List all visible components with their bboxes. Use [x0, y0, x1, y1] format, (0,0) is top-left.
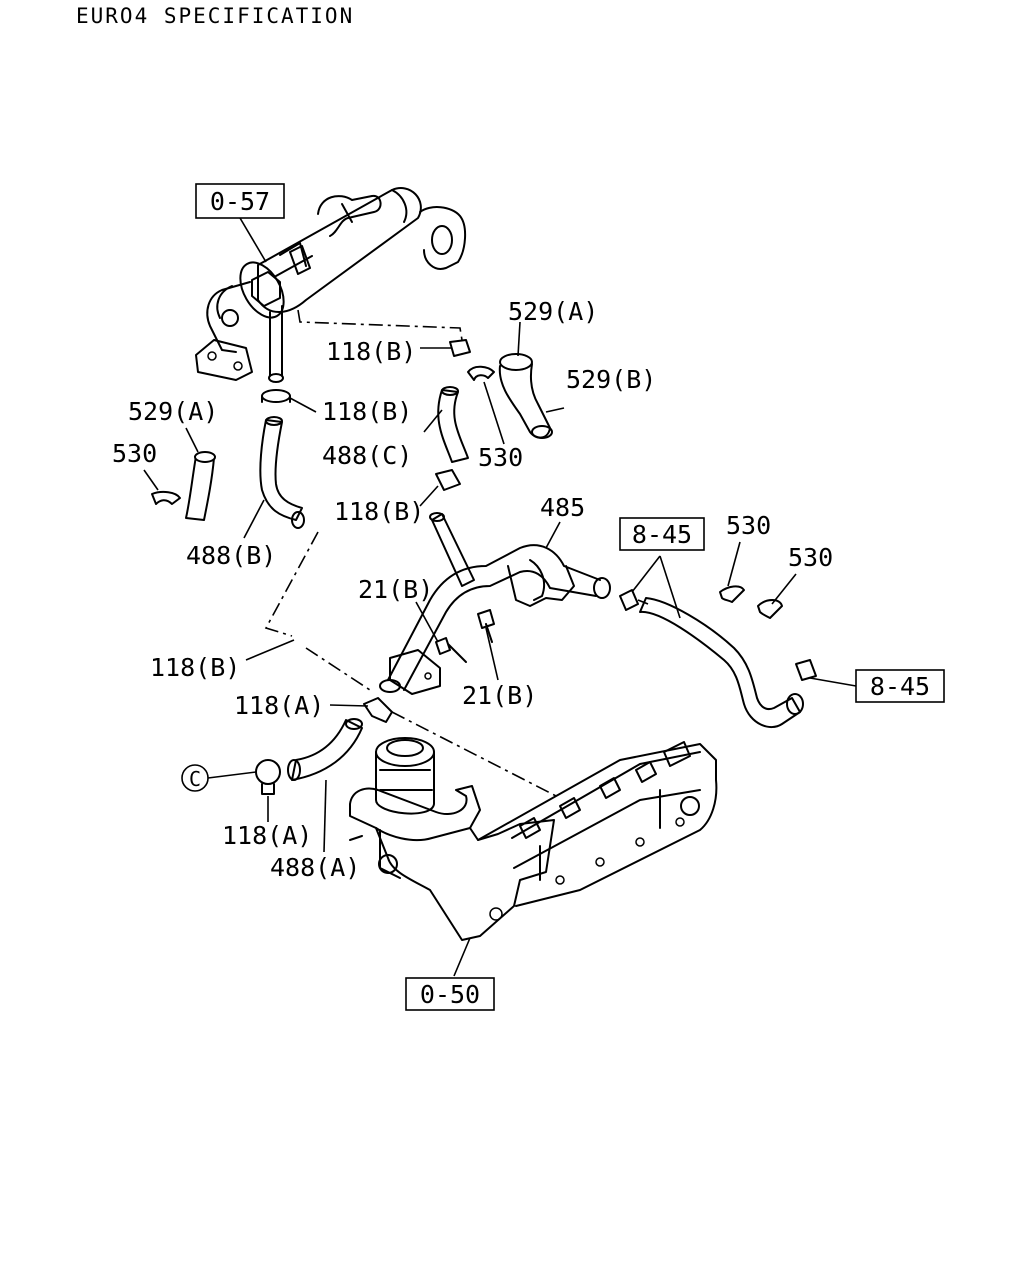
fitting-118a-upper — [363, 697, 393, 723]
ref-box-8-45-b[interactable]: 8-45 — [855, 669, 945, 703]
ref-0-57-text: 0-57 — [210, 187, 270, 216]
label-118b-1: 118(B) — [326, 337, 416, 366]
label-530-r1: 530 — [726, 511, 771, 540]
ref-8-45-a-text: 8-45 — [632, 520, 692, 549]
clamp-530-mid — [467, 365, 495, 381]
label-21b-1: 21(B) — [358, 575, 433, 604]
clamp-530-right-2 — [757, 599, 783, 619]
label-529b: 529(B) — [566, 365, 656, 394]
label-118b-3: 118(B) — [334, 497, 424, 526]
ref-box-0-50[interactable]: 0-50 — [405, 977, 495, 1011]
label-530-left: 530 — [112, 439, 157, 468]
oil-cooler — [349, 737, 718, 941]
clamp-118a-lower — [255, 759, 281, 795]
egr-cooler — [195, 187, 466, 383]
label-118b-4: 118(B) — [150, 653, 240, 682]
label-529a-left: 529(A) — [128, 397, 218, 426]
fitting-right-top — [619, 589, 639, 611]
label-530-r2: 530 — [788, 543, 833, 572]
hose-529a-left — [185, 451, 216, 521]
pipe-485 — [379, 512, 611, 695]
label-485: 485 — [540, 493, 585, 522]
label-118a-1: 118(A) — [234, 691, 324, 720]
callout-c-text: C — [189, 767, 201, 791]
ref-box-8-45-a[interactable]: 8-45 — [619, 517, 705, 551]
fitting-right-bottom — [795, 659, 817, 681]
ref-box-0-57[interactable]: 0-57 — [195, 183, 285, 219]
hose-488b — [259, 416, 305, 529]
ref-8-45-b-text: 8-45 — [870, 672, 930, 701]
label-118b-2: 118(B) — [322, 397, 412, 426]
hose-488c — [437, 386, 469, 463]
clamp-118b-left — [261, 389, 291, 403]
bolt-21b-right — [477, 609, 495, 643]
clamp-118b-top — [449, 339, 471, 357]
hose-right — [639, 597, 804, 729]
label-529a-top: 529(A) — [508, 297, 598, 326]
clamp-118b-upper — [435, 469, 461, 491]
label-488b: 488(B) — [186, 541, 276, 570]
clamp-530-right-1 — [719, 585, 745, 603]
hose-488a — [287, 718, 363, 781]
ref-0-50-text: 0-50 — [420, 980, 480, 1009]
label-21b-2: 21(B) — [462, 681, 537, 710]
callout-c[interactable]: C — [181, 764, 209, 792]
label-488a: 488(A) — [270, 853, 360, 882]
label-488c: 488(C) — [322, 441, 412, 470]
label-118a-2: 118(A) — [222, 821, 312, 850]
hose-529 — [498, 353, 553, 439]
clamp-530-left — [151, 490, 181, 505]
label-530-mid: 530 — [478, 443, 523, 472]
diagram-title: EURO4 SPECIFICATION — [76, 4, 355, 28]
bolt-21b-left — [435, 637, 467, 663]
